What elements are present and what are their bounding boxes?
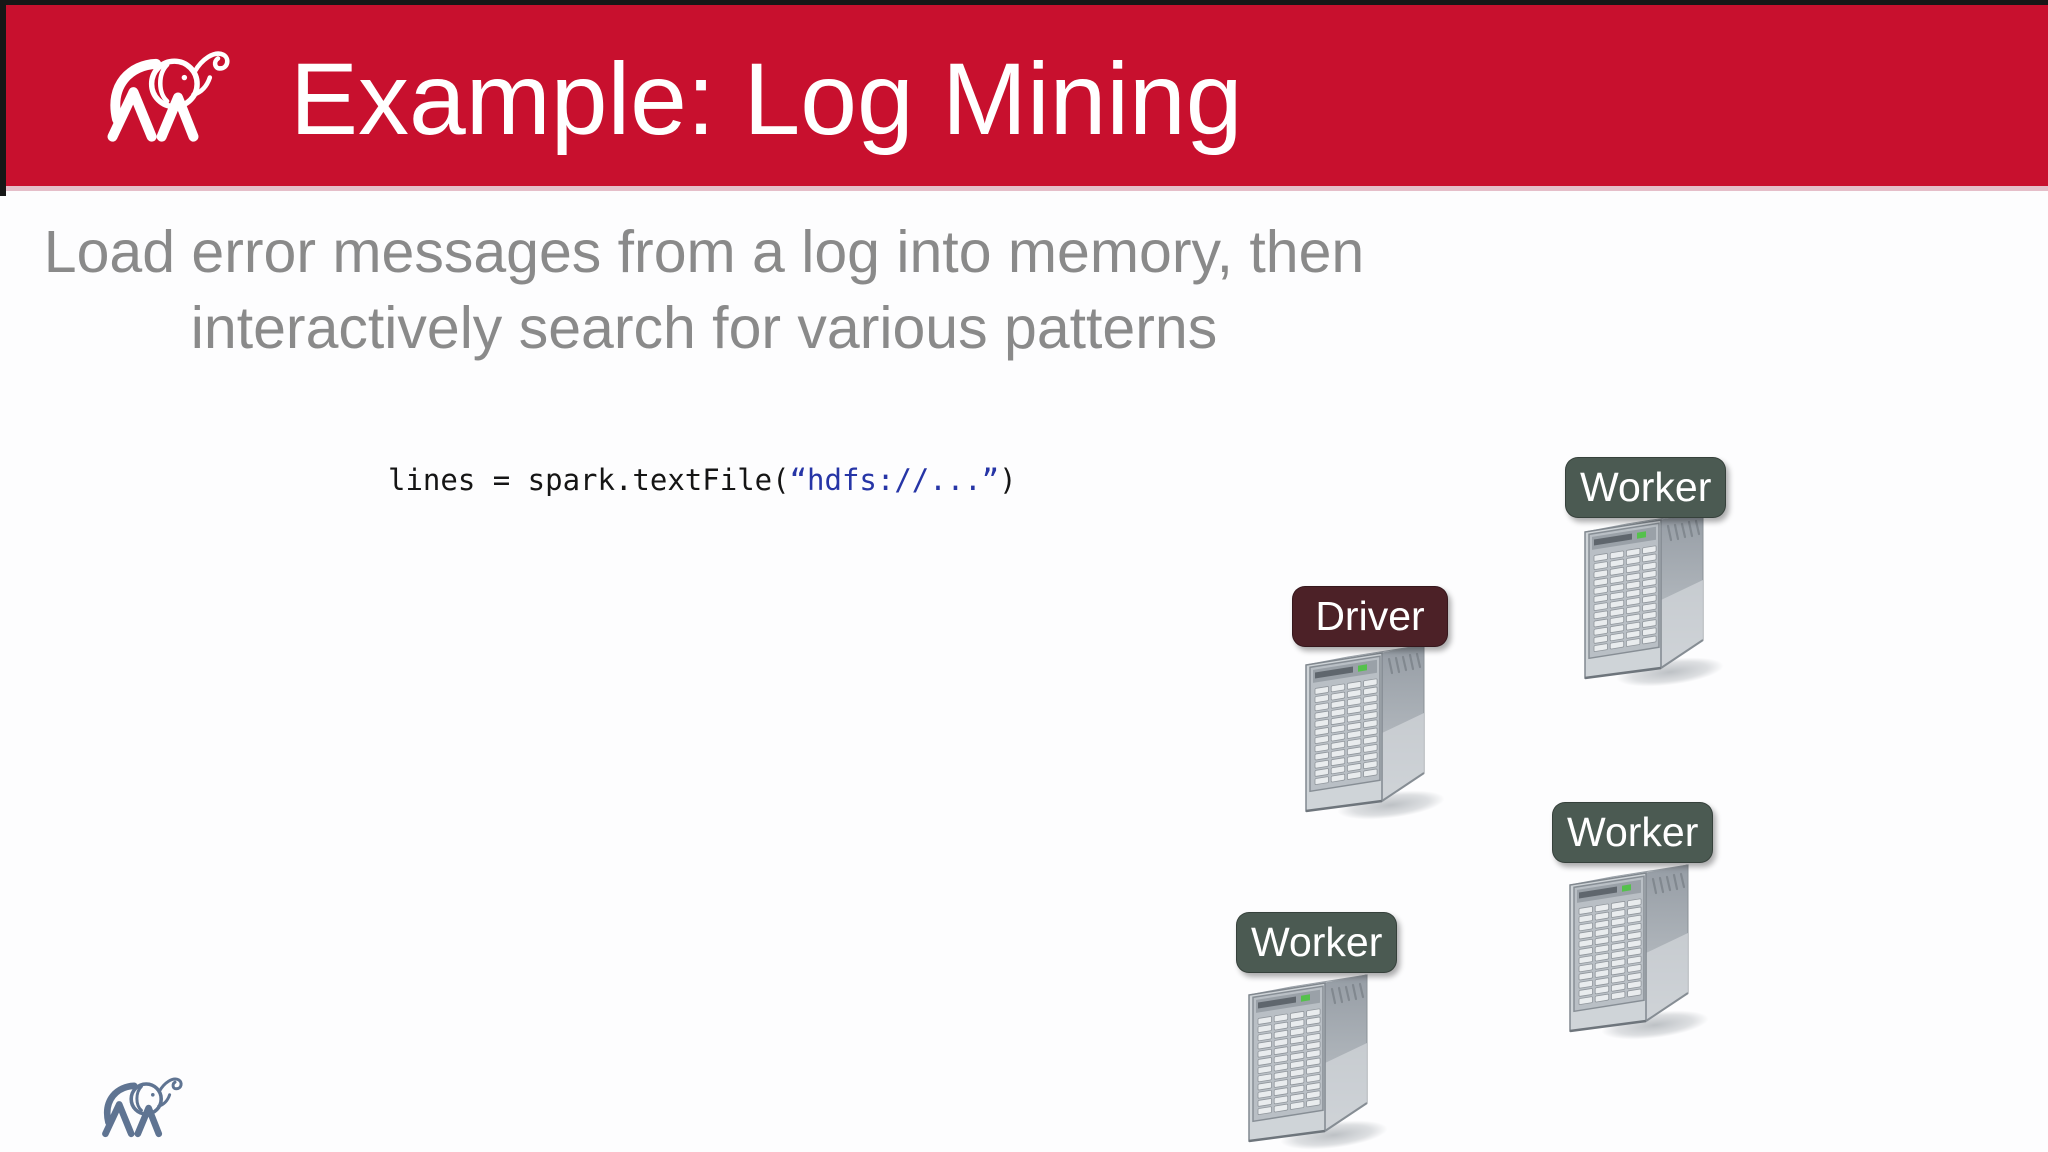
subtitle-line-1: Load error messages from a log into memo… <box>43 219 1365 285</box>
code-suffix: ) <box>999 463 1017 497</box>
title-banner: Example: Log Mining <box>0 0 2048 191</box>
code-line: lines = spark.textFile(“hdfs://...”) <box>388 460 1017 500</box>
server-tower-icon <box>1555 500 1735 690</box>
elephant-logo-icon <box>98 43 238 143</box>
worker-badge: Worker <box>1236 912 1398 973</box>
screen-edge-artifact-left <box>0 0 6 196</box>
server-tower-icon <box>1219 963 1399 1152</box>
subtitle-line-2: interactively search for various pattern… <box>190 295 1218 361</box>
code-string-literal: “hdfs://...” <box>789 463 1000 497</box>
server-tower-icon <box>1276 633 1456 823</box>
worker-badge: Worker <box>1565 457 1727 518</box>
driver-badge: Driver <box>1292 586 1448 647</box>
worker-badge: Worker <box>1552 802 1714 863</box>
slide-title: Example: Log Mining <box>290 42 1243 156</box>
screen-edge-artifact-top <box>0 0 2048 5</box>
server-tower-icon <box>1540 853 1720 1043</box>
code-prefix: lines = spark.textFile( <box>388 463 790 497</box>
elephant-logo-icon-footer <box>96 1072 188 1138</box>
subtitle: Load error messages from a log into memo… <box>0 214 1408 366</box>
